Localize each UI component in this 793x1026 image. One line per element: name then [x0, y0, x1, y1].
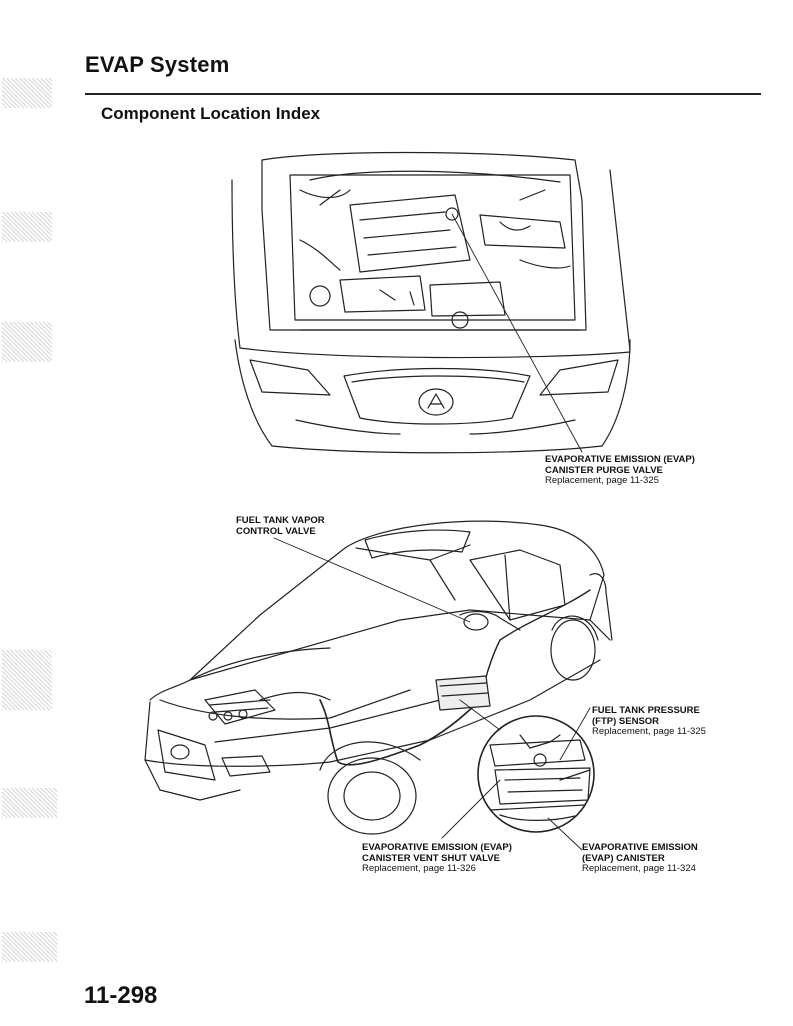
callout-vapor-control-valve: FUEL TANK VAPOR CONTROL VALVE: [236, 515, 376, 537]
callout-label: FUEL TANK PRESSURE: [592, 705, 700, 716]
vehicle-illustration: [144, 520, 613, 851]
callout-label: EVAPORATIVE EMISSION: [582, 842, 698, 853]
callout-page-reference: Replacement, page 11-325: [592, 726, 706, 737]
page-number: 11-298: [84, 982, 158, 1009]
scan-artifact: [2, 322, 52, 362]
callout-label: CANISTER PURGE VALVE: [545, 464, 663, 476]
scan-artifact: [2, 212, 52, 242]
callout-page-reference: Replacement, page 11-325: [545, 475, 659, 486]
callout-label: CANISTER VENT SHUT VALVE: [362, 852, 500, 864]
callout-evap-canister: EVAPORATIVE EMISSION (EVAP) CANISTER Rep…: [582, 842, 752, 875]
scan-artifact: [2, 78, 52, 108]
title-rule: [85, 93, 761, 95]
scan-artifact: [2, 932, 57, 962]
scan-artifact: [2, 788, 57, 818]
scan-artifact: [2, 650, 52, 710]
callout-label: FUEL TANK VAPOR: [236, 515, 325, 526]
engine-bay-illustration: [231, 151, 631, 454]
callout-ftp-sensor: FUEL TANK PRESSURE (FTP) SENSOR Replacem…: [592, 705, 752, 738]
callout-purge-valve: EVAPORATIVE EMISSION (EVAP) CANISTER PUR…: [545, 454, 745, 487]
page-title: EVAP System: [85, 52, 230, 77]
callout-page-reference: Replacement, page 11-326: [362, 863, 476, 874]
callout-label: EVAPORATIVE EMISSION (EVAP): [362, 842, 512, 853]
callout-page-reference: Replacement, page 11-324: [582, 863, 696, 874]
callout-label: (FTP) SENSOR: [592, 715, 660, 727]
callout-vent-shut-valve: EVAPORATIVE EMISSION (EVAP) CANISTER VEN…: [362, 842, 552, 875]
callout-label: CONTROL VALVE: [236, 525, 316, 537]
callout-label: EVAPORATIVE EMISSION (EVAP): [545, 454, 695, 465]
section-heading: Component Location Index: [101, 104, 321, 123]
callout-label: (EVAP) CANISTER: [582, 852, 665, 864]
canister-detail-inset: [477, 715, 595, 833]
